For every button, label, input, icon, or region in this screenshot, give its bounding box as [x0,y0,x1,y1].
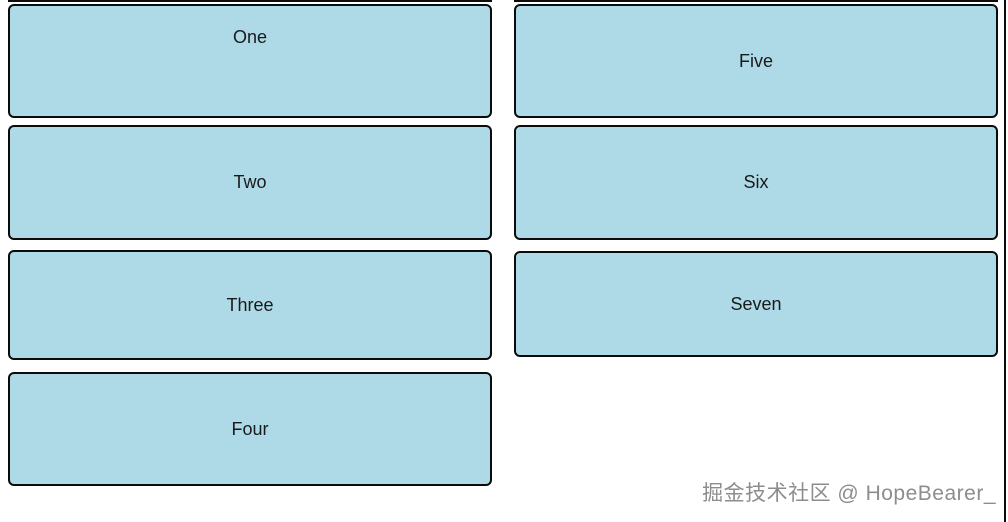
box-seven-label: Seven [730,293,782,314]
cropped-box-bottom-edge-left [8,0,492,2]
box-six-label: Six [743,172,769,192]
box-one-label: One [232,27,268,47]
cropped-box-bottom-edge-right [514,0,998,2]
box-two-label: Two [233,172,267,192]
box-two: Two [8,125,492,240]
box-one: One [8,4,492,118]
box-seven: Seven [514,251,998,357]
box-six: Six [514,125,998,240]
box-five-label: Five [738,50,773,71]
box-four: Four [8,372,492,486]
box-five: Five [514,4,998,118]
watermark: 掘金技术社区 @ HopeBearer_ [702,482,996,505]
box-three-label: Three [226,294,274,315]
box-four-label: Four [231,418,269,439]
box-three: Three [8,250,492,360]
cropped-column-left-edge [1004,0,1006,522]
